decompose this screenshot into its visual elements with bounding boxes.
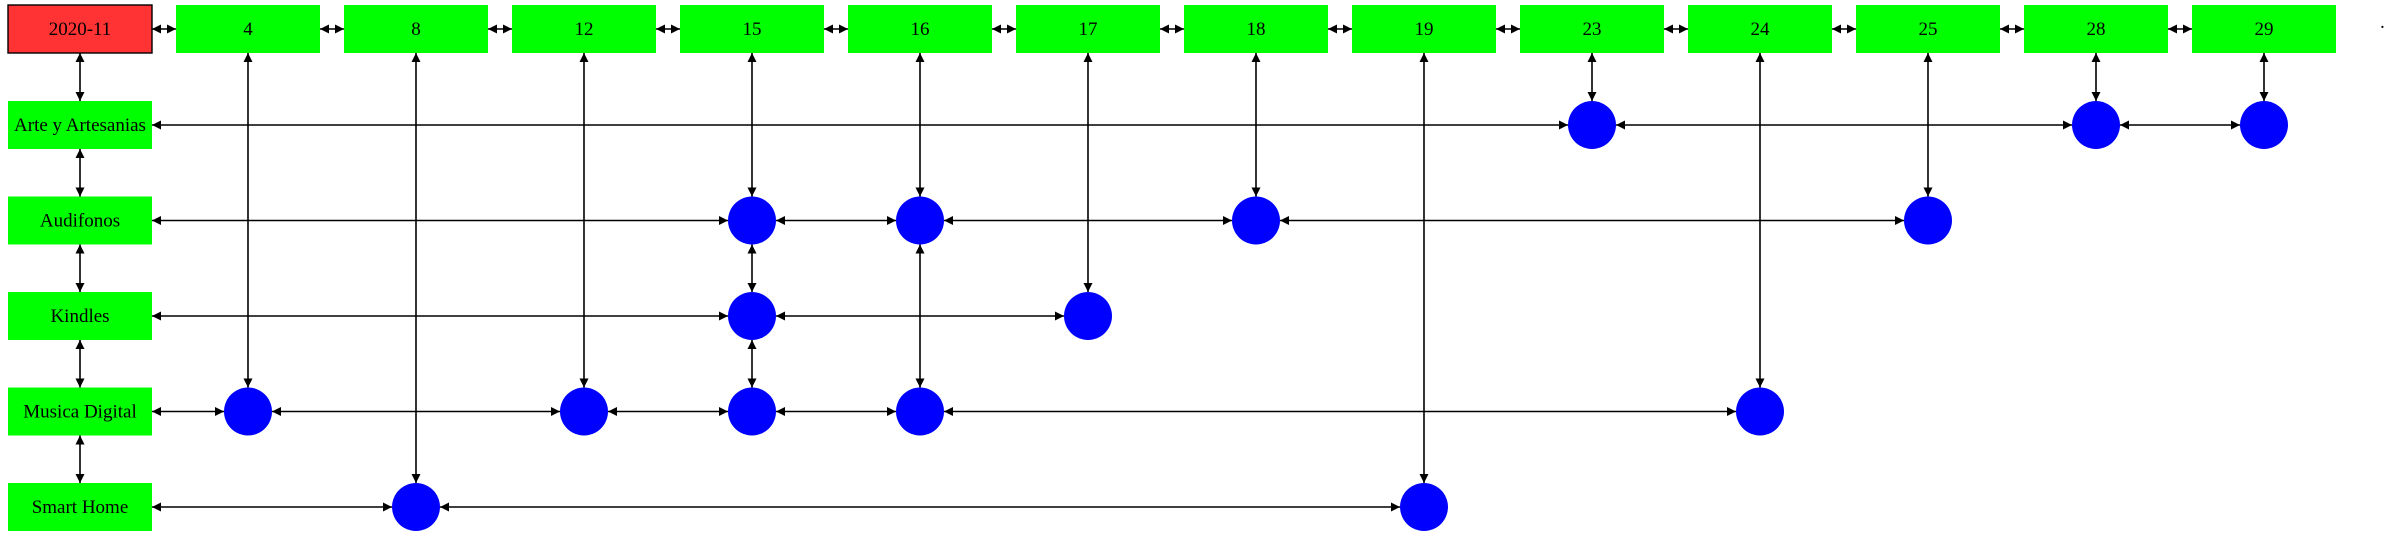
day-label-8: 8 [411,19,421,40]
day-box-29 [2192,5,2336,53]
event-node-musica-digital-16 [896,387,944,436]
day-label-15: 15 [743,19,762,40]
day-label-16: 16 [911,19,930,40]
day-box-23 [1520,5,1664,53]
day-label-29: 29 [2255,19,2274,40]
event-node-audifonos-25 [1904,196,1952,245]
day-box-12 [512,5,656,53]
category-box-kindles [8,292,152,340]
day-label-24: 24 [1751,19,1771,40]
event-node-kindles-15 [728,292,776,340]
event-node-musica-digital-15 [728,387,776,436]
category-box-musica-digital [8,387,152,436]
event-node-audifonos-18 [1232,196,1280,245]
day-box-25 [1856,5,2000,53]
event-node-smart-home-8 [392,483,440,531]
day-label-12: 12 [575,19,594,40]
event-node-arte-y-artesanias-28 [2072,101,2120,149]
event-node-musica-digital-24 [1736,387,1784,436]
category-label-arte-y-artesanias: Arte y Artesanias [14,115,146,136]
category-label-smart-home: Smart Home [32,497,129,518]
day-box-15 [680,5,824,53]
day-box-16 [848,5,992,53]
day-box-24 [1688,5,1832,53]
day-box-28 [2024,5,2168,53]
day-box-18 [1184,5,1328,53]
day-box-17 [1016,5,1160,53]
day-box-8 [344,5,488,53]
day-box-19 [1352,5,1496,53]
category-box-smart-home [8,483,152,531]
day-label-23: 23 [1583,19,1602,40]
category-label-kindles: Kindles [50,306,109,327]
event-node-audifonos-16 [896,196,944,245]
event-node-arte-y-artesanias-29 [2240,101,2288,149]
root-month-box [7,4,153,54]
event-node-smart-home-19 [1400,483,1448,531]
category-label-musica-digital: Musica Digital [23,402,136,423]
category-box-audifonos [8,196,152,245]
day-label-17: 17 [1079,19,1098,40]
event-node-audifonos-15 [728,196,776,245]
event-node-musica-digital-4 [224,387,272,436]
root-month-label: 2020-11 [49,19,112,40]
day-label-25: 25 [1919,19,1938,40]
event-node-musica-digital-12 [560,387,608,436]
day-label-4: 4 [243,19,253,40]
day-box-4 [176,5,320,53]
event-node-arte-y-artesanias-23 [1568,101,1616,149]
day-label-18: 18 [1247,19,1266,40]
day-label-19: 19 [1415,19,1434,40]
category-box-arte-y-artesanias [8,101,152,149]
more-indicator: · · [2379,17,2389,38]
category-label-audifonos: Audifonos [40,211,120,232]
day-label-28: 28 [2087,19,2106,40]
event-node-kindles-17 [1064,292,1112,340]
